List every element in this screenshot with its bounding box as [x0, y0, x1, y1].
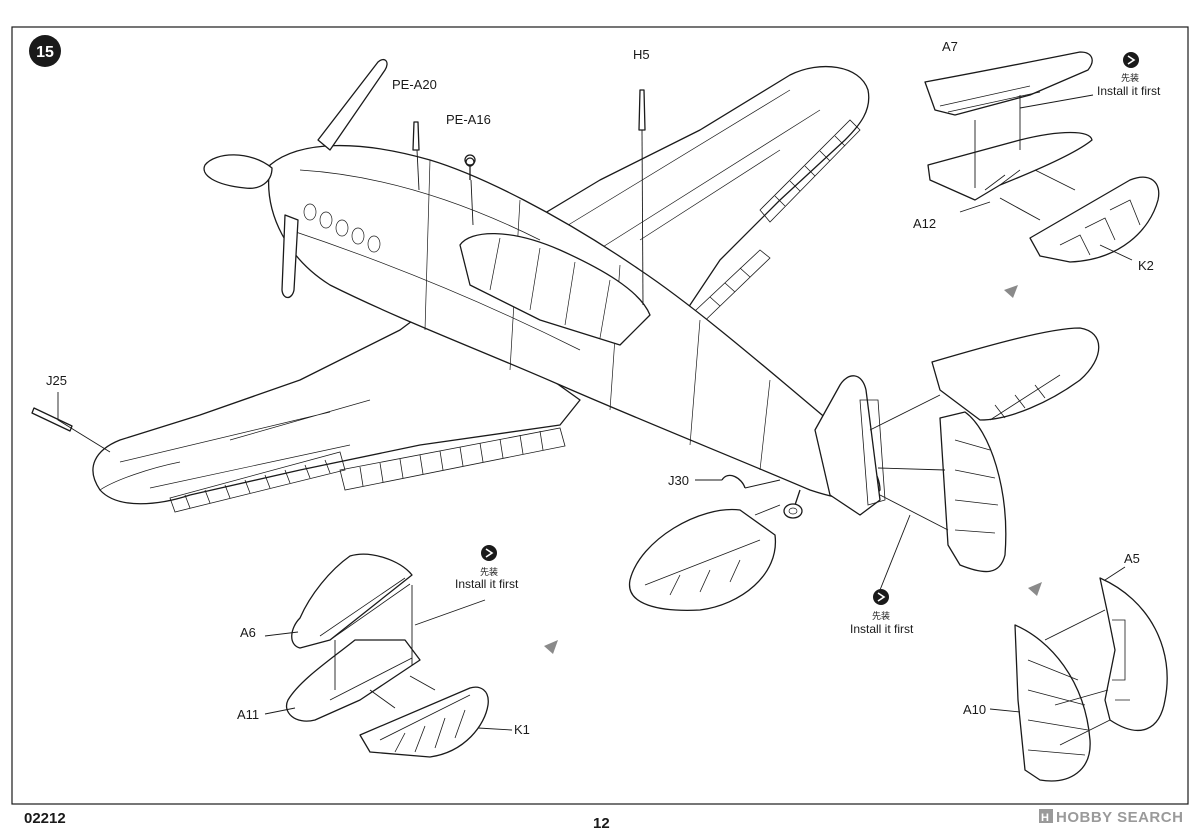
part-a10 [1014, 624, 1091, 782]
horizontal-stabilizer-right [931, 327, 1100, 421]
h5-part [638, 89, 646, 131]
j25-part [31, 407, 73, 432]
part-k1 [359, 686, 489, 758]
subassembly-stabilizer [628, 327, 1100, 611]
install-first-icon [873, 589, 889, 605]
pe-a16-part [464, 154, 476, 180]
subassembly-right-elevator [924, 51, 1160, 263]
pe-a20-part [412, 121, 420, 151]
part-a6 [291, 553, 413, 649]
label-a6: A6 [240, 625, 256, 640]
vertical-fin [814, 375, 881, 516]
subassembly-rudder [989, 566, 1168, 782]
part-a12 [927, 131, 1093, 201]
label-a10: A10 [963, 702, 986, 717]
part-a7 [924, 51, 1093, 116]
note-install-cn: 先装 [480, 566, 498, 578]
product-code: 02212 [24, 810, 66, 827]
label-k1: K1 [514, 722, 530, 737]
label-pe-a20: PE-A20 [392, 77, 437, 92]
label-a11: A11 [237, 707, 259, 722]
label-pe-a16: PE-A16 [446, 112, 491, 127]
label-j30: J30 [668, 473, 689, 488]
page-border [11, 26, 1189, 805]
note-install-en: Install it first [1097, 84, 1161, 98]
install-first-icon [481, 545, 497, 561]
page-number: 12 [593, 815, 610, 831]
left-flap-ribs [339, 427, 566, 491]
rudder [939, 411, 1007, 573]
step-badge: 15 [29, 35, 61, 67]
propeller-blade-bottom [281, 214, 299, 299]
arrow-icon [544, 285, 1042, 654]
spinner [203, 154, 273, 189]
right-aileron-ribs [759, 119, 861, 223]
aircraft-main [92, 58, 886, 519]
note-install-cn: 先装 [872, 610, 890, 622]
label-a7: A7 [942, 39, 958, 54]
label-k2: K2 [1138, 258, 1154, 273]
svg-text:H: H [1041, 812, 1049, 824]
left-wing [92, 299, 581, 505]
j30-hook [721, 474, 746, 489]
propeller-blade-top [317, 58, 388, 151]
part-a5 [1099, 577, 1168, 731]
note-install-en: Install it first [455, 577, 519, 591]
leader-lines-main [57, 129, 781, 489]
watermark: HOBBY SEARCH [1056, 809, 1183, 826]
label-a5: A5 [1124, 551, 1140, 566]
label-j25: J25 [46, 373, 67, 388]
horizontal-stabilizer-left [628, 508, 776, 611]
step-number: 15 [36, 44, 54, 61]
install-first-icon [1123, 52, 1139, 68]
label-a12: A12 [913, 216, 936, 231]
canopy [459, 232, 651, 346]
left-aileron-ribs [169, 451, 346, 513]
label-h5: H5 [633, 47, 650, 62]
note-install-en: Install it first [850, 622, 914, 636]
part-a11 [285, 639, 421, 722]
part-k2 [1029, 176, 1160, 263]
subassembly-left-elevator [264, 553, 513, 758]
note-install-cn: 先装 [1121, 72, 1139, 84]
exhaust-stacks [303, 203, 381, 253]
hobby-search-logo-icon: H [1039, 809, 1053, 824]
tail-wheel [783, 489, 803, 519]
